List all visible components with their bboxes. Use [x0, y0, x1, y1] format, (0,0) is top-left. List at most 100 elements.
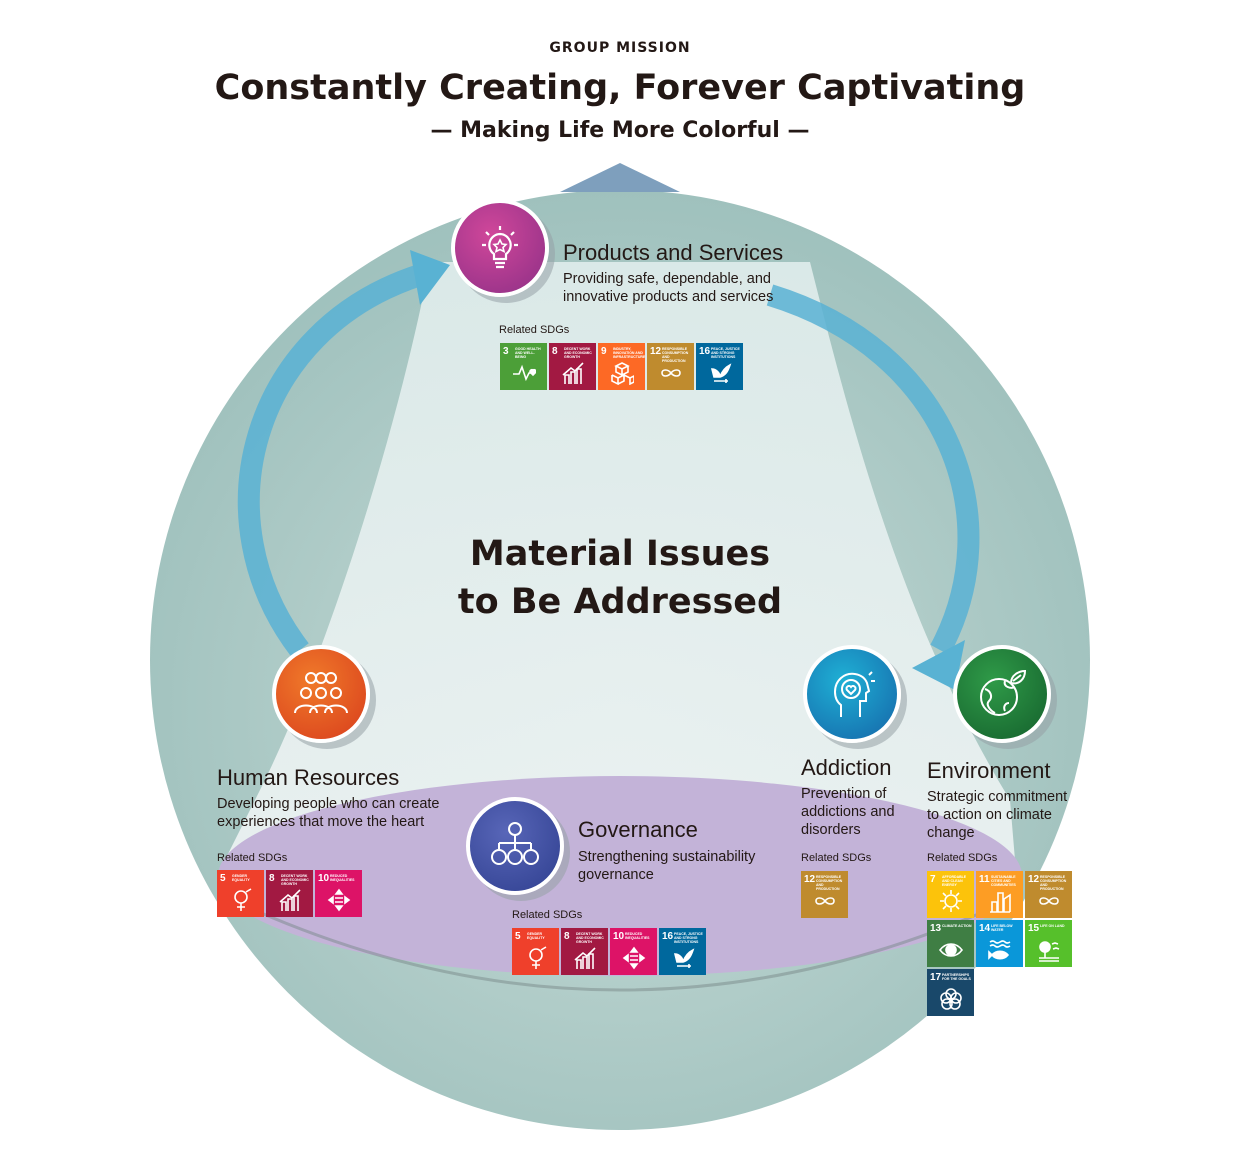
environment-title: Environment	[927, 758, 1051, 783]
sun-power-icon	[940, 890, 962, 912]
governance-related-label: Related SDGs	[512, 909, 583, 921]
sdg-number: 12	[1028, 874, 1040, 885]
fish-icon	[988, 940, 1011, 960]
infinity-icon	[661, 369, 681, 377]
gender-icon	[234, 888, 252, 911]
sdg-tile-16: 16Peace, justice and strong institutions	[659, 928, 706, 975]
sdg-label: Industry, innovation and infrastructure	[613, 347, 645, 359]
arrow-head-right	[912, 640, 965, 690]
environment-sdg-tiles: 7Affordable and clean energy11Sustainabl…	[927, 871, 1072, 1016]
sdg-number: 11	[979, 874, 990, 885]
org-chart-icon	[491, 822, 539, 865]
products-sdg-tiles: 3Good health and well-being 8 Decent work …	[500, 343, 743, 390]
sdg-label: Life below water	[991, 924, 1013, 932]
sdg-tile-7: 7Affordable and clean energy	[927, 871, 974, 918]
center-heading-line1: Material Issues	[469, 534, 771, 574]
sdg-label: Peace, justice and strong institutions	[711, 347, 740, 359]
sdg-tile-15: 15Life on land	[1025, 920, 1072, 967]
sdg-label: Climate action	[942, 924, 972, 928]
sdg-label: Partnerships for the goals	[942, 973, 971, 981]
governance-desc: Strengthening sustainability governance	[578, 849, 756, 883]
sdg-tile-5: 5 Gender equality	[217, 870, 264, 917]
sdg-label: Gender equality	[232, 874, 250, 882]
human-resources-desc: Developing people who can create experie…	[217, 796, 440, 830]
sdg-number: 9	[601, 346, 607, 357]
sdg-tile-8: 8Decent work and economic growth	[561, 928, 608, 975]
sdg-number: 12	[804, 874, 816, 885]
sdg-number: 16	[699, 346, 711, 357]
lightbulb-star-icon	[482, 226, 518, 269]
addiction-icon-circle	[803, 645, 901, 743]
environment-desc: Strategic commitment to action on climat…	[927, 789, 1068, 841]
earth-leaf-icon	[980, 669, 1027, 716]
rings-icon	[940, 988, 962, 1010]
infinity-icon	[1039, 897, 1059, 905]
sdg-number: 3	[503, 346, 509, 357]
human-resources-icon-circle	[272, 645, 370, 743]
sdg-tile-12: 12Responsible consumption and production	[647, 343, 694, 390]
sdg-number: 8	[564, 931, 570, 942]
sdg-tile-10: 10Reduced inequalities	[610, 928, 657, 975]
products-related-label: Related SDGs	[499, 324, 570, 336]
sdg-number: 12	[650, 346, 662, 357]
growth-chart-icon	[279, 889, 301, 911]
addiction-related-label: Related SDGs	[801, 852, 872, 864]
sdg-tile-17: 17Partnerships for the goals	[927, 969, 974, 1016]
sdg-tile-11: 11Sustainable cities and communities	[976, 871, 1023, 918]
sdg-number: 16	[662, 931, 674, 942]
sdg-number: 10	[318, 873, 330, 884]
sdg-label: Responsible consumption and production	[662, 347, 689, 363]
growth-chart-icon	[562, 362, 584, 384]
sdg-tile-3: 3Good health and well-being	[500, 343, 547, 390]
sdg-tile-13: 13Climate action	[927, 920, 974, 967]
sdg-tile-12: 12Responsible consumption and production	[801, 871, 848, 918]
governance-disc	[218, 776, 1022, 976]
city-icon	[990, 892, 1011, 913]
eyebrow-label: GROUP MISSION	[549, 40, 691, 56]
equality-arrows-icon	[327, 888, 351, 912]
equality-arrows-icon	[622, 946, 646, 970]
human-resources-title: Human Resources	[217, 765, 400, 790]
growth-chart-icon	[574, 947, 596, 969]
cubes-icon	[611, 362, 634, 385]
sdg-number: 15	[1028, 923, 1040, 934]
addiction-desc: Prevention of addictions and disorders	[801, 786, 895, 838]
sdg-number: 17	[930, 972, 942, 983]
top-peak	[560, 163, 680, 192]
sdg-tile-9: 9 Industry, innovation and infrastructure	[598, 343, 645, 390]
environment-related-label: Related SDGs	[927, 852, 998, 864]
arrow-head-left	[410, 250, 450, 305]
sdg-number: 8	[552, 346, 558, 357]
sdg-label: Decent work and economic growth	[564, 347, 592, 359]
human-resources-sdg-tiles: 5 Gender equality 8Decent work and economi…	[217, 870, 362, 917]
sdg-label: Reduced inequalities	[625, 932, 650, 940]
sdg-number: 5	[515, 931, 521, 942]
center-heading: Material Issues to Be Addressed	[0, 530, 1240, 626]
cycle-arrow-left	[237, 264, 424, 657]
sdg-label: Sustainable cities and communities	[991, 875, 1016, 887]
center-heading-line2: to Be Addressed	[457, 582, 783, 622]
sdg-label: Reduced inequalities	[330, 874, 355, 882]
governance-sdg-tiles: 5Gender equality8Decent work and economi…	[512, 928, 706, 975]
governance-title: Governance	[578, 817, 698, 842]
sdg-number: 7	[930, 874, 936, 885]
sdg-number: 5	[220, 873, 226, 884]
products-desc: Providing safe, dependable, and innovati…	[563, 271, 774, 305]
sdg-tile-8: 8Decent work and economic growth	[266, 870, 313, 917]
sdg-number: 13	[930, 923, 942, 934]
products-title: Products and Services	[563, 240, 784, 265]
mission-subtitle: — Making Life More Colorful —	[430, 118, 810, 143]
sdg-tile-5: 5Gender equality	[512, 928, 559, 975]
governance-icon-circle	[466, 797, 564, 895]
infinity-icon	[815, 897, 835, 905]
sdg-number: 10	[613, 931, 625, 942]
heartbeat-icon	[513, 364, 536, 382]
sdg-tile-16: 16Peace, justice and strong institutions	[696, 343, 743, 390]
addiction-sdg-tiles: 12Responsible consumption and production	[801, 871, 848, 918]
head-heart-icon	[834, 671, 875, 717]
human-resources-related-label: Related SDGs	[217, 852, 288, 864]
sdg-tile-14: 14Life below water	[976, 920, 1023, 967]
sdg-tile-10: 10Reduced inequalities	[315, 870, 362, 917]
sdg-label: Decent work and economic growth	[281, 874, 309, 886]
